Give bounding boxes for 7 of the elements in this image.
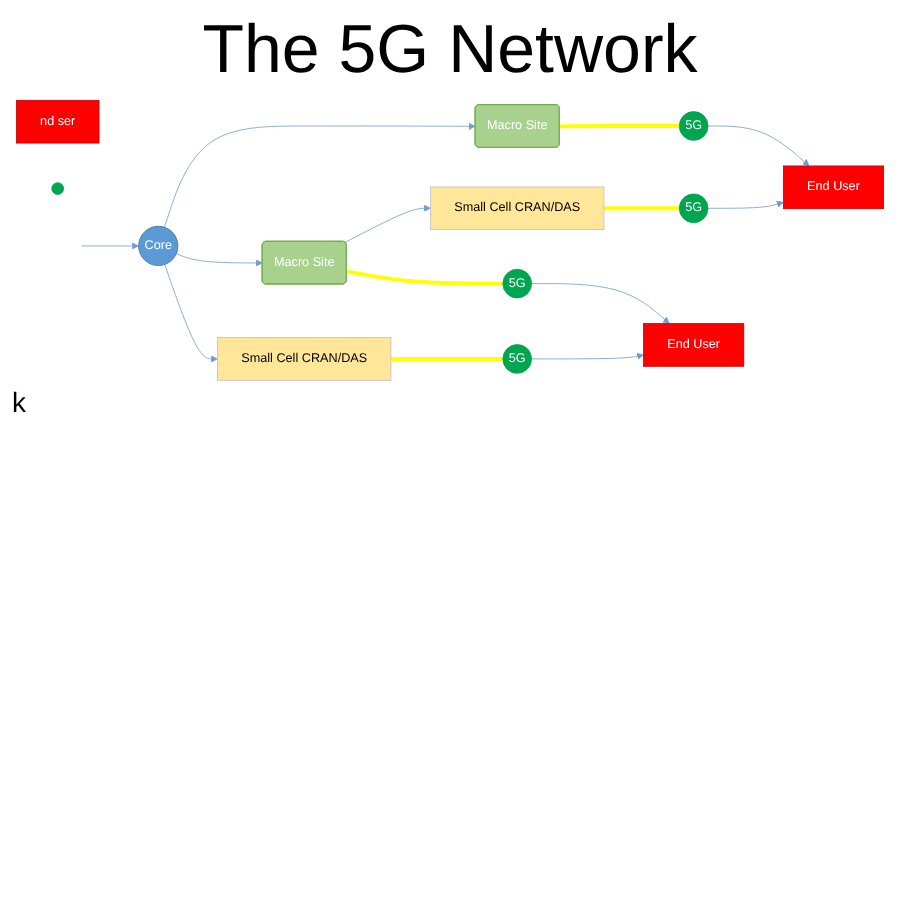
connector (603, 206, 680, 211)
node-circle (51, 182, 65, 195)
title: The 5G Network (200, 12, 700, 90)
connector (346, 269, 503, 286)
connector (390, 356, 503, 361)
note-text: k (12, 386, 26, 419)
connector (559, 124, 680, 129)
